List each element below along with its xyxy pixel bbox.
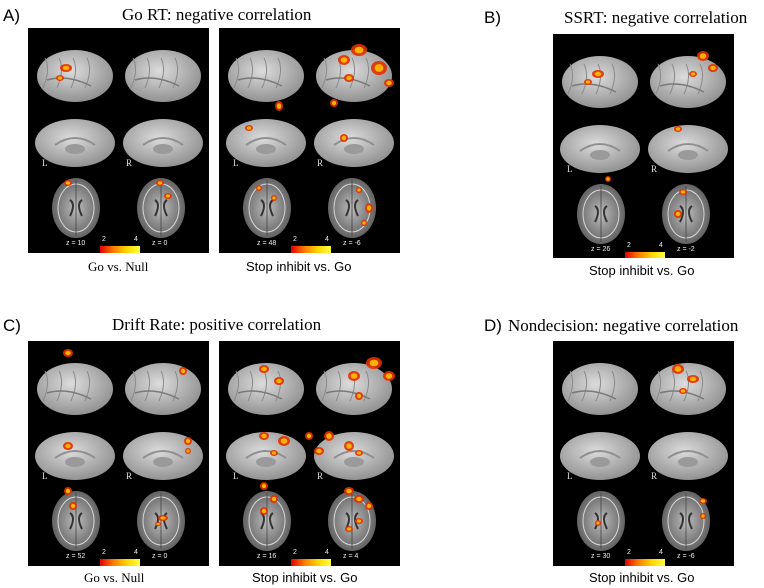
right-medial-brain-icon xyxy=(648,125,728,173)
panel-c-left-caption: Go vs. Null xyxy=(84,570,145,585)
colorbar-min-label: 2 xyxy=(627,242,631,249)
slice-z-label: z = 48 xyxy=(257,240,277,247)
brain-figure xyxy=(35,50,203,238)
orientation-left-label: L xyxy=(567,471,573,481)
panel-a-left-caption: Go vs. Null xyxy=(88,259,149,274)
brain-figure xyxy=(226,44,394,238)
left-medial-brain-icon xyxy=(560,432,640,480)
panel-a-right-caption: Stop inhibit vs. Go xyxy=(246,259,352,274)
slice-z-label: z = 30 xyxy=(591,553,611,560)
orientation-right-label: R xyxy=(651,164,658,174)
colorbar xyxy=(291,559,331,566)
orientation-right-label: R xyxy=(317,158,324,168)
slice-z-label: z = 16 xyxy=(257,553,277,560)
panel-d-title: Nondecision: negative correlation xyxy=(508,316,739,335)
brain-figure xyxy=(560,363,728,551)
orientation-left-label: L xyxy=(233,158,239,168)
colorbar-max-label: 4 xyxy=(134,236,138,243)
left-medial-brain-icon xyxy=(35,432,115,480)
left-medial-brain-icon xyxy=(35,119,115,167)
left-medial-brain-icon xyxy=(226,119,306,167)
panel-b-caption: Stop inhibit vs. Go xyxy=(589,263,695,278)
colorbar xyxy=(625,559,665,566)
colorbar-min-label: 2 xyxy=(293,549,297,556)
slice-z-label: z = 4 xyxy=(343,553,359,560)
orientation-right-label: R xyxy=(126,158,133,168)
colorbar-max-label: 4 xyxy=(134,549,138,556)
panel-b-letter: B) xyxy=(484,8,501,27)
colorbar xyxy=(625,252,665,258)
panel-c-right-caption: Stop inhibit vs. Go xyxy=(252,570,358,585)
orientation-right-label: R xyxy=(126,471,133,481)
panel-c-title: Drift Rate: positive correlation xyxy=(112,315,322,334)
right-medial-brain-icon xyxy=(123,432,203,480)
brain-figure xyxy=(226,357,395,551)
orientation-right-label: R xyxy=(651,471,658,481)
colorbar-min-label: 2 xyxy=(293,236,297,243)
slice-z-label: z = 52 xyxy=(66,553,86,560)
colorbar-max-label: 4 xyxy=(659,242,663,249)
panel-d-caption: Stop inhibit vs. Go xyxy=(589,570,695,585)
colorbar-min-label: 2 xyxy=(627,549,631,556)
slice-z-label: z = 10 xyxy=(66,240,86,247)
colorbar xyxy=(100,559,140,566)
brain-figure xyxy=(560,51,728,244)
panel-b-title: SSRT: negative correlation xyxy=(564,8,748,27)
colorbar-max-label: 4 xyxy=(325,236,329,243)
colorbar-max-label: 4 xyxy=(325,549,329,556)
orientation-right-label: R xyxy=(317,471,324,481)
slice-z-label: z = -6 xyxy=(343,240,361,247)
right-medial-brain-icon xyxy=(314,119,394,167)
panel-a-title: Go RT: negative correlation xyxy=(122,5,312,24)
right-medial-brain-icon xyxy=(648,432,728,480)
slice-z-label: z = 26 xyxy=(591,246,611,253)
slice-z-label: z = -2 xyxy=(677,246,695,253)
slice-z-label: z = 0 xyxy=(152,240,168,247)
right-medial-brain-icon xyxy=(123,119,203,167)
colorbar-max-label: 4 xyxy=(659,549,663,556)
slice-z-label: z = -6 xyxy=(677,553,695,560)
colorbar xyxy=(100,246,140,253)
orientation-left-label: L xyxy=(233,471,239,481)
orientation-left-label: L xyxy=(42,158,48,168)
orientation-left-label: L xyxy=(42,471,48,481)
panel-a-letter: A) xyxy=(3,6,20,25)
brain-figure xyxy=(35,349,203,551)
colorbar xyxy=(291,246,331,253)
panel-c-letter: C) xyxy=(3,316,21,335)
left-medial-brain-icon xyxy=(560,125,640,173)
panel-d-letter: D) xyxy=(484,316,502,335)
orientation-left-label: L xyxy=(567,164,573,174)
colorbar-min-label: 2 xyxy=(102,549,106,556)
slice-z-label: z = 0 xyxy=(152,553,168,560)
right-medial-brain-icon xyxy=(314,432,394,480)
colorbar-min-label: 2 xyxy=(102,236,106,243)
